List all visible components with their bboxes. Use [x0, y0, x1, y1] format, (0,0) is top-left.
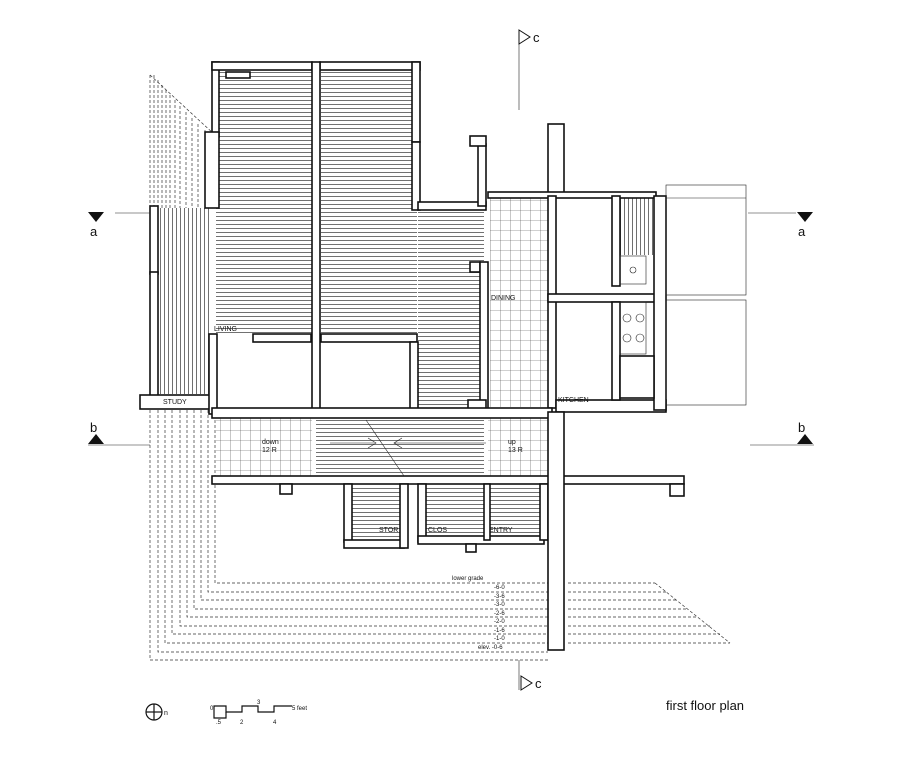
scale-tick-5-feet: 5 feet — [292, 706, 307, 712]
walls — [139, 61, 685, 651]
section-cut-a: a a — [88, 212, 813, 239]
room-label-living: LIVING — [214, 326, 237, 333]
section-b-left-label: b — [90, 420, 97, 435]
room-label-clos: CLOS — [428, 527, 447, 534]
grade-level-2: -3-0 — [494, 602, 505, 608]
lower-grade-dashes — [149, 410, 731, 661]
room-label-dining: DINING — [491, 295, 516, 302]
section-c-top-label: c — [533, 30, 540, 45]
grade-level-6: -1-0 — [494, 636, 505, 642]
scale-tick-4: 4 — [273, 720, 277, 726]
room-label-entry: ENTRY — [489, 527, 513, 534]
tile-grid-floors — [216, 195, 548, 476]
grade-level-7: elev. -0-6 — [478, 645, 503, 651]
grade-level-1: -3-6 — [494, 594, 505, 600]
grade-level-3: -2-6 — [494, 611, 505, 617]
north-arrow-icon: n — [145, 703, 168, 721]
grade-level-5: -1-6 — [494, 628, 505, 634]
section-a-left-label: a — [90, 224, 98, 239]
grade-level-4: -2-0 — [494, 619, 505, 625]
scale-tick-0: 0 — [210, 706, 214, 712]
section-c-bottom-label: c — [535, 676, 542, 691]
section-b-right-label: b — [798, 420, 805, 435]
kitchen-fixtures — [619, 255, 647, 355]
section-a-right-label: a — [798, 224, 806, 239]
drawing-title: first floor plan — [666, 698, 744, 713]
stair-down-risers: 12 R — [262, 447, 277, 454]
section-cut-b: b b — [88, 420, 814, 446]
room-label-stor: STOR — [379, 527, 398, 534]
scale-tick-half: .5 — [216, 720, 222, 726]
living-deck-hatch — [157, 66, 654, 541]
stair-up-label: up — [508, 439, 516, 446]
scale-tick-2: 2 — [240, 720, 244, 726]
right-decks — [665, 184, 747, 406]
grade-level-0: -6-0 — [494, 585, 505, 591]
stair-up-risers: 13 R — [508, 447, 523, 454]
scale-tick-3: 3 — [257, 700, 261, 706]
section-cut-c: c c — [518, 29, 542, 691]
room-label-kitchen: KITCHEN — [558, 397, 589, 404]
north-label: n — [164, 710, 168, 717]
scale-bar: 0 .5 2 3 4 5 feet — [210, 700, 307, 726]
stair-down-label: down — [262, 439, 279, 446]
lower-grade-label: lower grade — [452, 576, 484, 582]
stair-arrows — [330, 419, 486, 477]
room-label-study: STUDY — [163, 399, 187, 406]
